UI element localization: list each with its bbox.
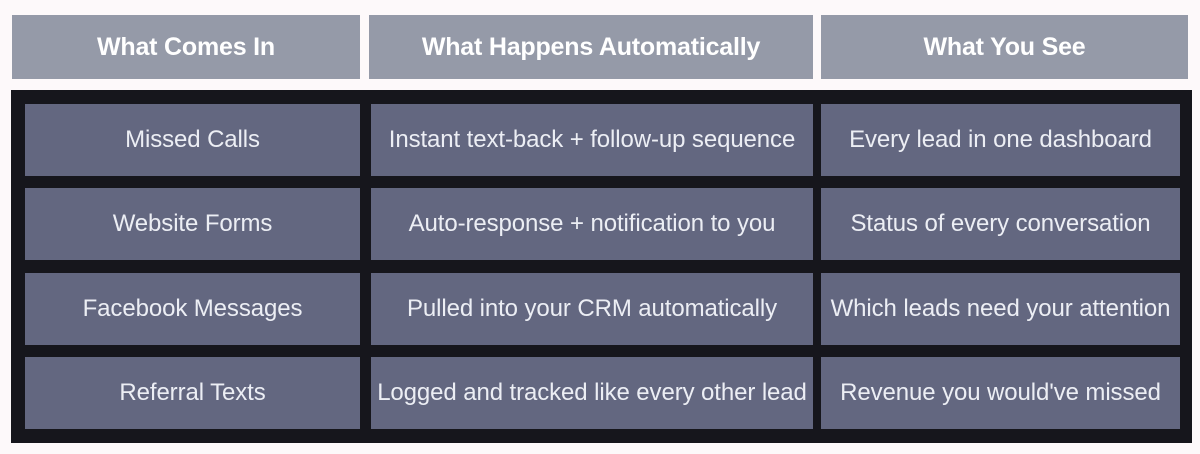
cell-what-you-see: Every lead in one dashboard xyxy=(821,104,1180,176)
cell-what-comes-in: Website Forms xyxy=(25,188,360,261)
cell-what-you-see: Status of every conversation xyxy=(821,188,1180,261)
cell-what-comes-in: Missed Calls xyxy=(25,104,360,176)
cell-what-comes-in: Facebook Messages xyxy=(25,272,360,345)
table-row: Missed Calls Instant text-back + follow-… xyxy=(11,104,1192,176)
cell-what-you-see: Revenue you would've missed xyxy=(821,356,1180,429)
cell-what-happens-automatically: Pulled into your CRM automatically xyxy=(371,272,813,345)
cell-what-happens-automatically: Auto-response + notification to you xyxy=(371,188,813,261)
table-body-panel: Missed Calls Instant text-back + follow-… xyxy=(11,90,1192,443)
cell-what-happens-automatically: Logged and tracked like every other lead xyxy=(371,356,813,429)
column-header-what-comes-in: What Comes In xyxy=(12,15,360,79)
cell-what-happens-automatically: Instant text-back + follow-up sequence xyxy=(371,104,813,176)
column-header-what-happens-automatically: What Happens Automatically xyxy=(369,15,813,79)
column-header-what-you-see: What You See xyxy=(821,15,1188,79)
table-row: Website Forms Auto-response + notificati… xyxy=(11,188,1192,261)
cell-what-you-see: Which leads need your attention xyxy=(821,272,1180,345)
cell-what-comes-in: Referral Texts xyxy=(25,356,360,429)
table-row: Facebook Messages Pulled into your CRM a… xyxy=(11,272,1192,345)
table-row: Referral Texts Logged and tracked like e… xyxy=(11,356,1192,429)
table-header-row: What Comes In What Happens Automatically… xyxy=(0,15,1200,79)
